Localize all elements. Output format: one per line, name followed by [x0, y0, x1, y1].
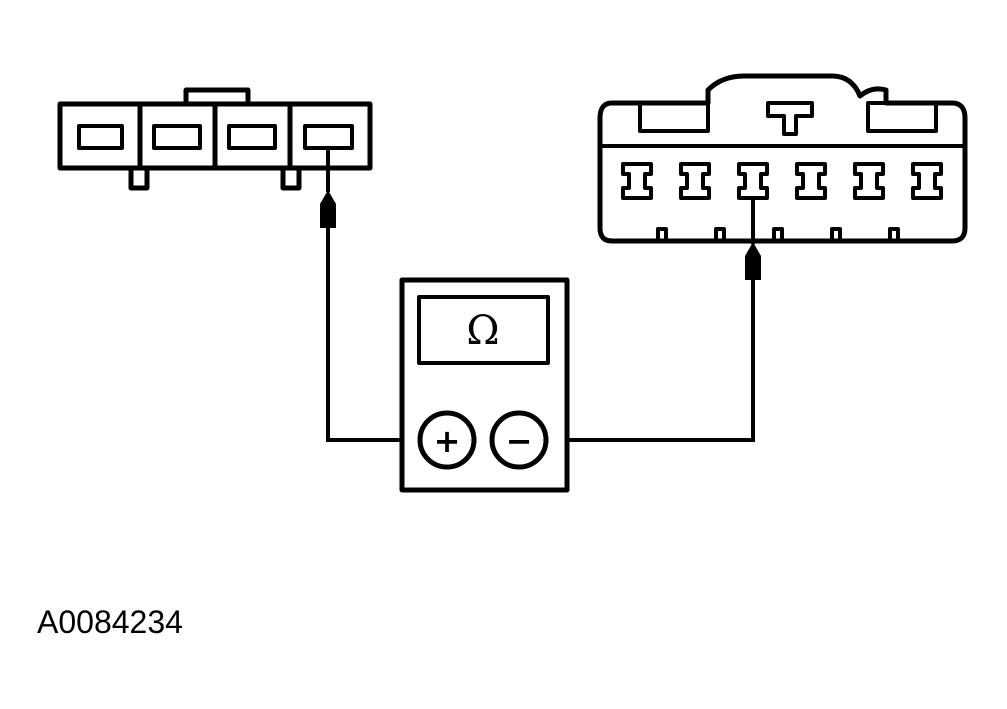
ohmmeter: Ω + −: [399, 277, 570, 493]
positive-terminal: [417, 410, 477, 470]
positive-terminal-label: +: [434, 422, 461, 460]
ohm-symbol: Ω: [466, 308, 499, 354]
figure-id: A0084234: [37, 604, 183, 640]
positive-probe-tip: [320, 190, 336, 228]
meter-display: [417, 295, 550, 365]
negative-terminal-label: −: [506, 422, 533, 460]
negative-probe-tip: [745, 242, 761, 280]
left-connector: [57, 87, 373, 191]
right-connector-latches: [656, 227, 900, 243]
right-connector: [597, 73, 968, 244]
negative-test-lead: [567, 198, 761, 442]
positive-test-lead: [320, 148, 402, 442]
right-connector-terminals: [621, 162, 943, 200]
negative-terminal: [489, 410, 549, 470]
